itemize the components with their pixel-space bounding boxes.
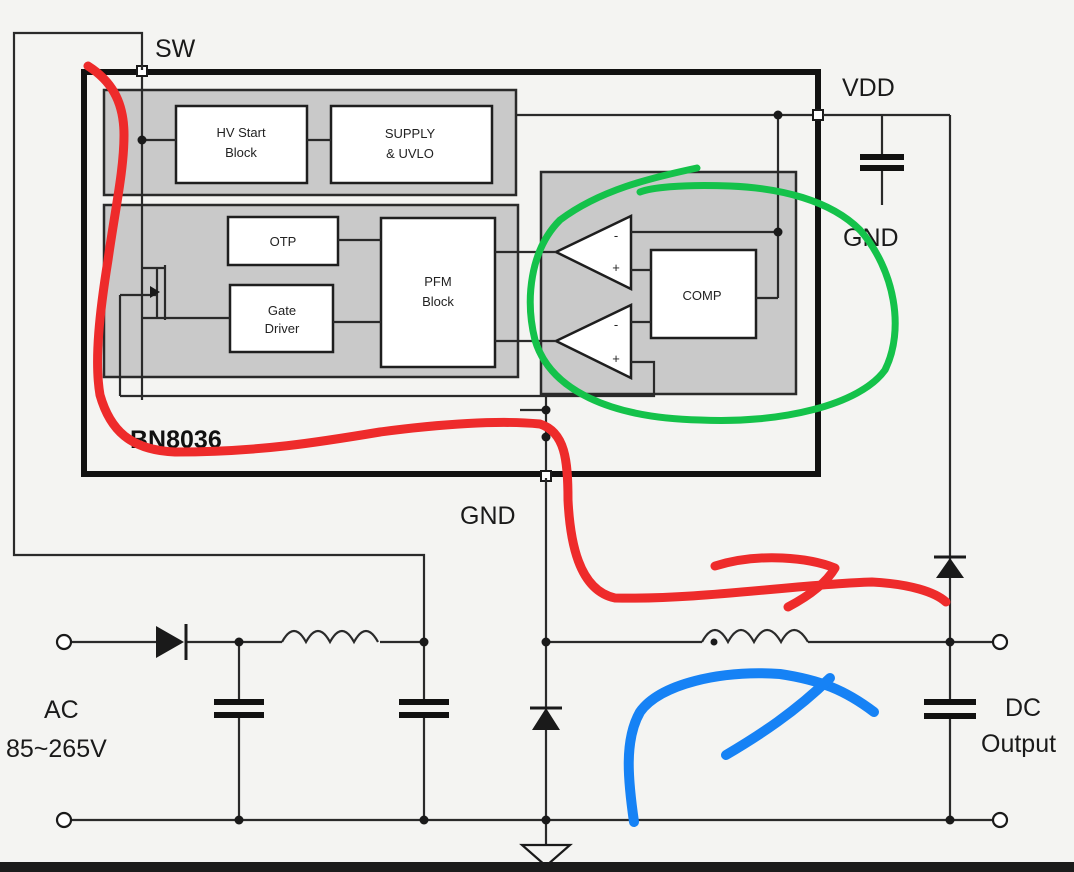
internal-wiring — [118, 70, 818, 478]
comparator-lower-plus: + — [612, 351, 620, 366]
green-circle-annotation — [526, 164, 899, 424]
blue-arrowhead-annotation — [721, 673, 835, 760]
vdd-capacitor — [860, 154, 904, 171]
chip-outline — [81, 69, 821, 477]
ac-input-terminal-top — [55, 633, 73, 651]
ac-input-terminal-bottom — [55, 811, 73, 829]
pfm-block — [379, 216, 497, 369]
external-wiring — [12, 31, 992, 845]
hv-start-label-1: HV Start — [216, 125, 266, 140]
red-current-path-annotation — [83, 61, 951, 607]
sw-pin-label: SW — [155, 35, 196, 63]
otp-label: OTP — [270, 234, 297, 249]
comp-label: COMP — [683, 288, 722, 303]
hv-start-label-2: Block — [225, 145, 257, 160]
vdd-feedback-diode — [934, 555, 966, 578]
vdd-pin-pad — [812, 109, 824, 121]
pfm-label-1: PFM — [424, 274, 451, 289]
dc-output-terminal-top — [991, 633, 1009, 651]
comp-block — [649, 248, 758, 340]
pfm-label-2: Block — [422, 294, 454, 309]
supply-label-2: & UVLO — [386, 146, 434, 161]
output-capacitor — [924, 699, 976, 719]
supply-uvlo-block — [329, 104, 494, 185]
comparator-upper — [553, 214, 633, 292]
dc-output-terminal-bottom — [991, 811, 1009, 829]
red-arrow-annotation — [710, 553, 840, 612]
input-capacitor-2 — [399, 699, 449, 718]
ground-symbol — [519, 843, 573, 868]
dc-label: DC — [1005, 694, 1041, 722]
input-capacitor-1 — [214, 699, 264, 718]
comparator-lower — [553, 303, 633, 381]
vdd-pin-label: VDD — [842, 74, 895, 102]
hv-start-block — [174, 104, 309, 185]
gnd-pin-label: GND — [460, 502, 516, 530]
bottom-bar — [0, 862, 1074, 872]
junction-dots — [234, 637, 955, 825]
comparator-upper-plus: + — [612, 260, 620, 275]
comparator-upper-minus: - — [614, 228, 618, 243]
output-inductor — [701, 628, 809, 645]
gate-driver-label-1: Gate — [268, 303, 296, 318]
gate-driver-block — [228, 283, 335, 354]
freewheel-diode — [530, 706, 562, 730]
output-label: Output — [981, 730, 1056, 758]
comparator-lower-minus: - — [614, 317, 618, 332]
ac-label: AC — [44, 696, 79, 724]
input-inductor — [281, 629, 379, 645]
gate-driver-label-2: Driver — [265, 321, 300, 336]
input-diode — [156, 624, 188, 660]
ac-range-label: 85~265V — [6, 735, 107, 763]
supply-label-1: SUPPLY — [385, 126, 436, 141]
blue-arrow-annotation — [623, 668, 879, 827]
svg-text:SUPPLY& UVLO: SUPPLY & UVLO — [385, 126, 436, 161]
